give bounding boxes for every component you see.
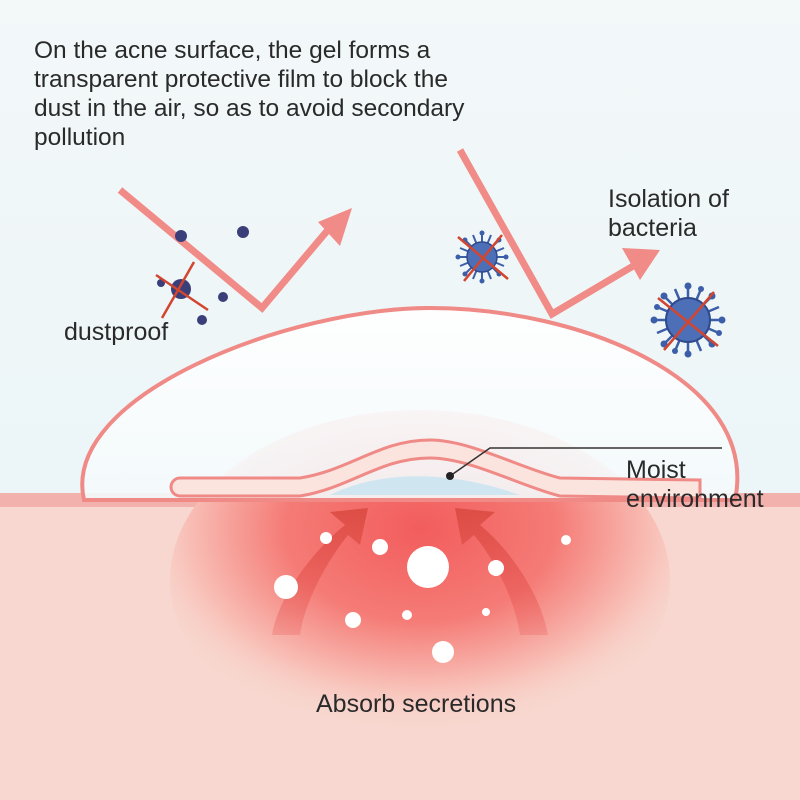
secretion-dot <box>407 546 449 588</box>
deflection-arrow-right-icon <box>456 148 660 319</box>
blocked-cross-icon <box>657 291 719 351</box>
secretion-dot <box>274 575 298 599</box>
isolation-label-line: bacteria <box>608 214 697 242</box>
secretion-dot <box>561 535 571 545</box>
moist-label-line: environment <box>626 485 764 513</box>
gel-patch <box>169 438 702 500</box>
heading-line: dust in the air, so as to avoid secondar… <box>34 95 465 122</box>
absorb-secretions-label: Absorb secretions <box>316 690 517 718</box>
dust-particle-icon <box>197 315 207 325</box>
moist-pointer-dot <box>446 472 454 480</box>
deflection-arrow-left-icon <box>117 187 352 313</box>
isolation-label-line: Isolation of <box>608 185 729 213</box>
moist-environment-label: Moist environment <box>626 456 764 514</box>
secretion-dot <box>402 610 412 620</box>
secretion-dot <box>320 532 332 544</box>
isolation-label: Isolation of bacteria <box>608 185 729 243</box>
dustproof-label: dustproof <box>64 318 169 346</box>
moist-zone <box>330 476 520 495</box>
secretion-dot <box>488 560 504 576</box>
heading-line: pollution <box>34 124 126 151</box>
heading-text: On the acne surface, the gel forms a tra… <box>34 36 594 152</box>
heading-line: transparent protective film to block the <box>34 66 448 93</box>
dust-particle-icon <box>237 226 249 238</box>
secretion-dot <box>372 539 388 555</box>
dust-particle-icon <box>218 292 228 302</box>
blocked-cross-icon <box>457 234 509 282</box>
secretion-dot <box>482 608 490 616</box>
absorb-arrow-left <box>272 508 368 635</box>
moist-leader-line <box>449 447 722 477</box>
bacteria-icon <box>650 282 726 358</box>
dust-particle-icon <box>175 230 187 242</box>
bacteria-icon <box>455 230 509 284</box>
moist-label-line: Moist <box>626 456 686 484</box>
secretion-dot <box>432 641 454 663</box>
secretion-dots <box>274 532 571 663</box>
gel-dome <box>80 305 740 502</box>
blocked-cross-icon <box>155 261 209 319</box>
heading-line: On the acne surface, the gel forms a <box>34 37 431 64</box>
secretion-dot <box>345 612 361 628</box>
